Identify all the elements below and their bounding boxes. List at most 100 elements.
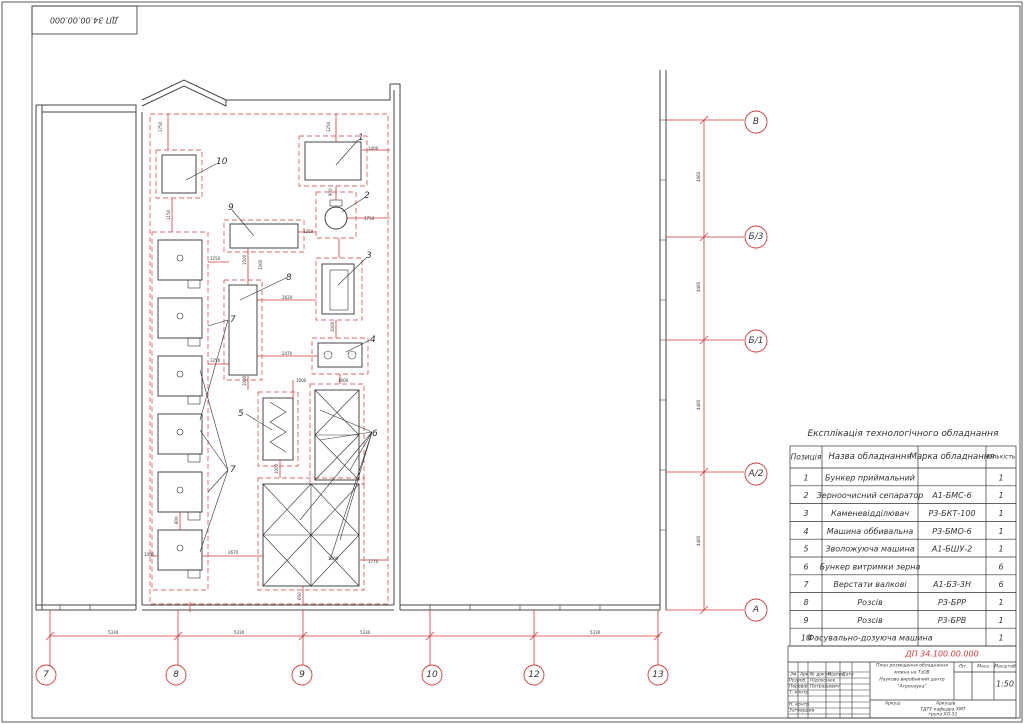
equipment-4-rotor-b (347, 350, 357, 360)
svg-text:9: 9 (228, 203, 234, 213)
table-cell-qty: 1 (998, 491, 1003, 500)
svg-text:1250: 1250 (210, 358, 221, 363)
table-cell-name: Розсів (857, 598, 883, 607)
svg-text:2620: 2620 (282, 295, 293, 300)
svg-text:4460: 4460 (696, 535, 701, 546)
svg-text:1250: 1250 (210, 256, 221, 261)
svg-text:5330: 5330 (360, 630, 371, 635)
svg-text:1750: 1750 (364, 216, 375, 221)
svg-text:3: 3 (366, 251, 372, 261)
svg-text:4460: 4460 (696, 399, 701, 410)
wall-bottom (36, 604, 394, 611)
svg-text:2670: 2670 (228, 550, 239, 555)
name-developer: Підлеснюк (810, 678, 836, 684)
equipment-3 (321, 263, 355, 315)
equipment-5-auger (269, 401, 287, 453)
svg-text:1000: 1000 (274, 463, 279, 474)
zone-9 (223, 219, 305, 253)
svg-text:12: 12 (528, 670, 540, 680)
svg-text:800: 800 (174, 516, 179, 524)
svg-text:А: А (752, 605, 759, 615)
zone-3 (315, 257, 363, 321)
equipment-2-inlet (329, 199, 343, 207)
inner-frame (31, 5, 1021, 719)
svg-text:1400: 1400 (368, 146, 379, 151)
floor-plan: 1750 1250 1400 1750 1250 900 1250 1500 2… (35, 70, 768, 686)
svg-text:6: 6 (372, 429, 378, 439)
svg-text:650: 650 (297, 592, 302, 600)
svg-text:А/2: А/2 (748, 469, 764, 479)
svg-text:1770: 1770 (368, 559, 379, 564)
table-header-brand: Марка обладнання (910, 452, 995, 462)
table-cell-qty: 1 (998, 473, 1003, 482)
table-cell-qty: 1 (998, 634, 1003, 643)
zone-10 (155, 149, 203, 199)
table-cell-brand: Р3-БКТ-100 (928, 509, 975, 518)
window-marks (59, 605, 601, 610)
zone-6-lower (257, 477, 365, 591)
equipment-4 (317, 342, 363, 368)
svg-text:7: 7 (230, 315, 236, 325)
svg-text:1000: 1000 (258, 259, 263, 270)
zone-1 (298, 135, 368, 187)
bin-6-lower-cross (262, 483, 360, 587)
role-ncontrol: Н. контр. (789, 702, 811, 708)
sheet-title-1: План розміщення обладнання (876, 663, 948, 669)
svg-text:9: 9 (299, 670, 305, 680)
zone-5 (257, 391, 299, 467)
table-cell-name: Машина оббивальна (827, 527, 914, 536)
equipment-table: Експлікація технологічного обладнання По… (789, 429, 1017, 647)
axis-bubbles-bottom: 7 8 9 10 12 13 (35, 664, 669, 686)
table-cell-qty: 1 (998, 545, 1003, 554)
table-cell-name: Розсів (857, 616, 883, 625)
dimension-texts: 1750 1250 1400 1750 1250 900 1250 1500 2… (144, 121, 379, 600)
svg-text:1150: 1150 (166, 209, 171, 220)
corner-stamp-code: ДП 34.00.00.000 (50, 16, 119, 25)
svg-text:8: 8 (173, 670, 179, 680)
roller-mills (157, 239, 203, 579)
right-dimension-chain (666, 115, 744, 615)
hdr-date: Дата (841, 672, 854, 678)
svg-text:Б/3: Б/3 (749, 232, 764, 242)
svg-text:4460: 4460 (696, 281, 701, 292)
leader-lines (185, 139, 373, 561)
svg-text:1250: 1250 (303, 229, 314, 234)
title-block-border (787, 645, 1017, 719)
svg-text:2: 2 (364, 191, 370, 201)
svg-text:7: 7 (230, 465, 236, 475)
sheet-label: Аркуш (884, 701, 900, 707)
table-row-lines (790, 467, 1016, 629)
title-block-grid (788, 662, 870, 718)
role-approver: Затвердив (789, 708, 815, 714)
table-cell-qty: 1 (998, 527, 1003, 536)
position-labels: 1 2 3 4 5 6 7 7 8 9 10 (216, 133, 378, 475)
equipment-3-deck (329, 269, 349, 311)
equipment-1 (304, 141, 362, 181)
col-lit: Літ. (958, 664, 968, 670)
table-cell-pos: 4 (803, 527, 808, 536)
svg-text:1750: 1750 (158, 121, 163, 132)
table-cell-pos: 9 (803, 616, 808, 625)
table-cell-pos: 1 (803, 473, 808, 482)
svg-text:10: 10 (426, 670, 438, 680)
wall-inner-left (135, 105, 143, 610)
work-zone (149, 113, 389, 605)
hdr-doc: № докум. (809, 672, 832, 678)
svg-text:1: 1 (358, 133, 364, 143)
scale-value: 1:50 (996, 680, 1014, 689)
table-cell-pos: 10 (801, 634, 811, 643)
wall-top-roof (141, 79, 391, 107)
table-cell-name: Зволожуюча машина (825, 545, 914, 554)
equipment-8 (228, 284, 258, 376)
hdr-ark: Арк. (799, 672, 810, 678)
equipment-9 (229, 223, 299, 249)
wall-right (390, 83, 401, 610)
table-cell-name: Бункер витримки зерна (820, 562, 921, 571)
zone-8 (223, 279, 263, 381)
table-cell-name: Фасувально-дозуюча машина (807, 634, 932, 643)
table-cell-brand: А1-БШУ-2 (931, 545, 972, 554)
name-checker: Петрашевич (810, 684, 840, 690)
equipment-2 (324, 206, 348, 230)
zone-7 (151, 231, 209, 591)
